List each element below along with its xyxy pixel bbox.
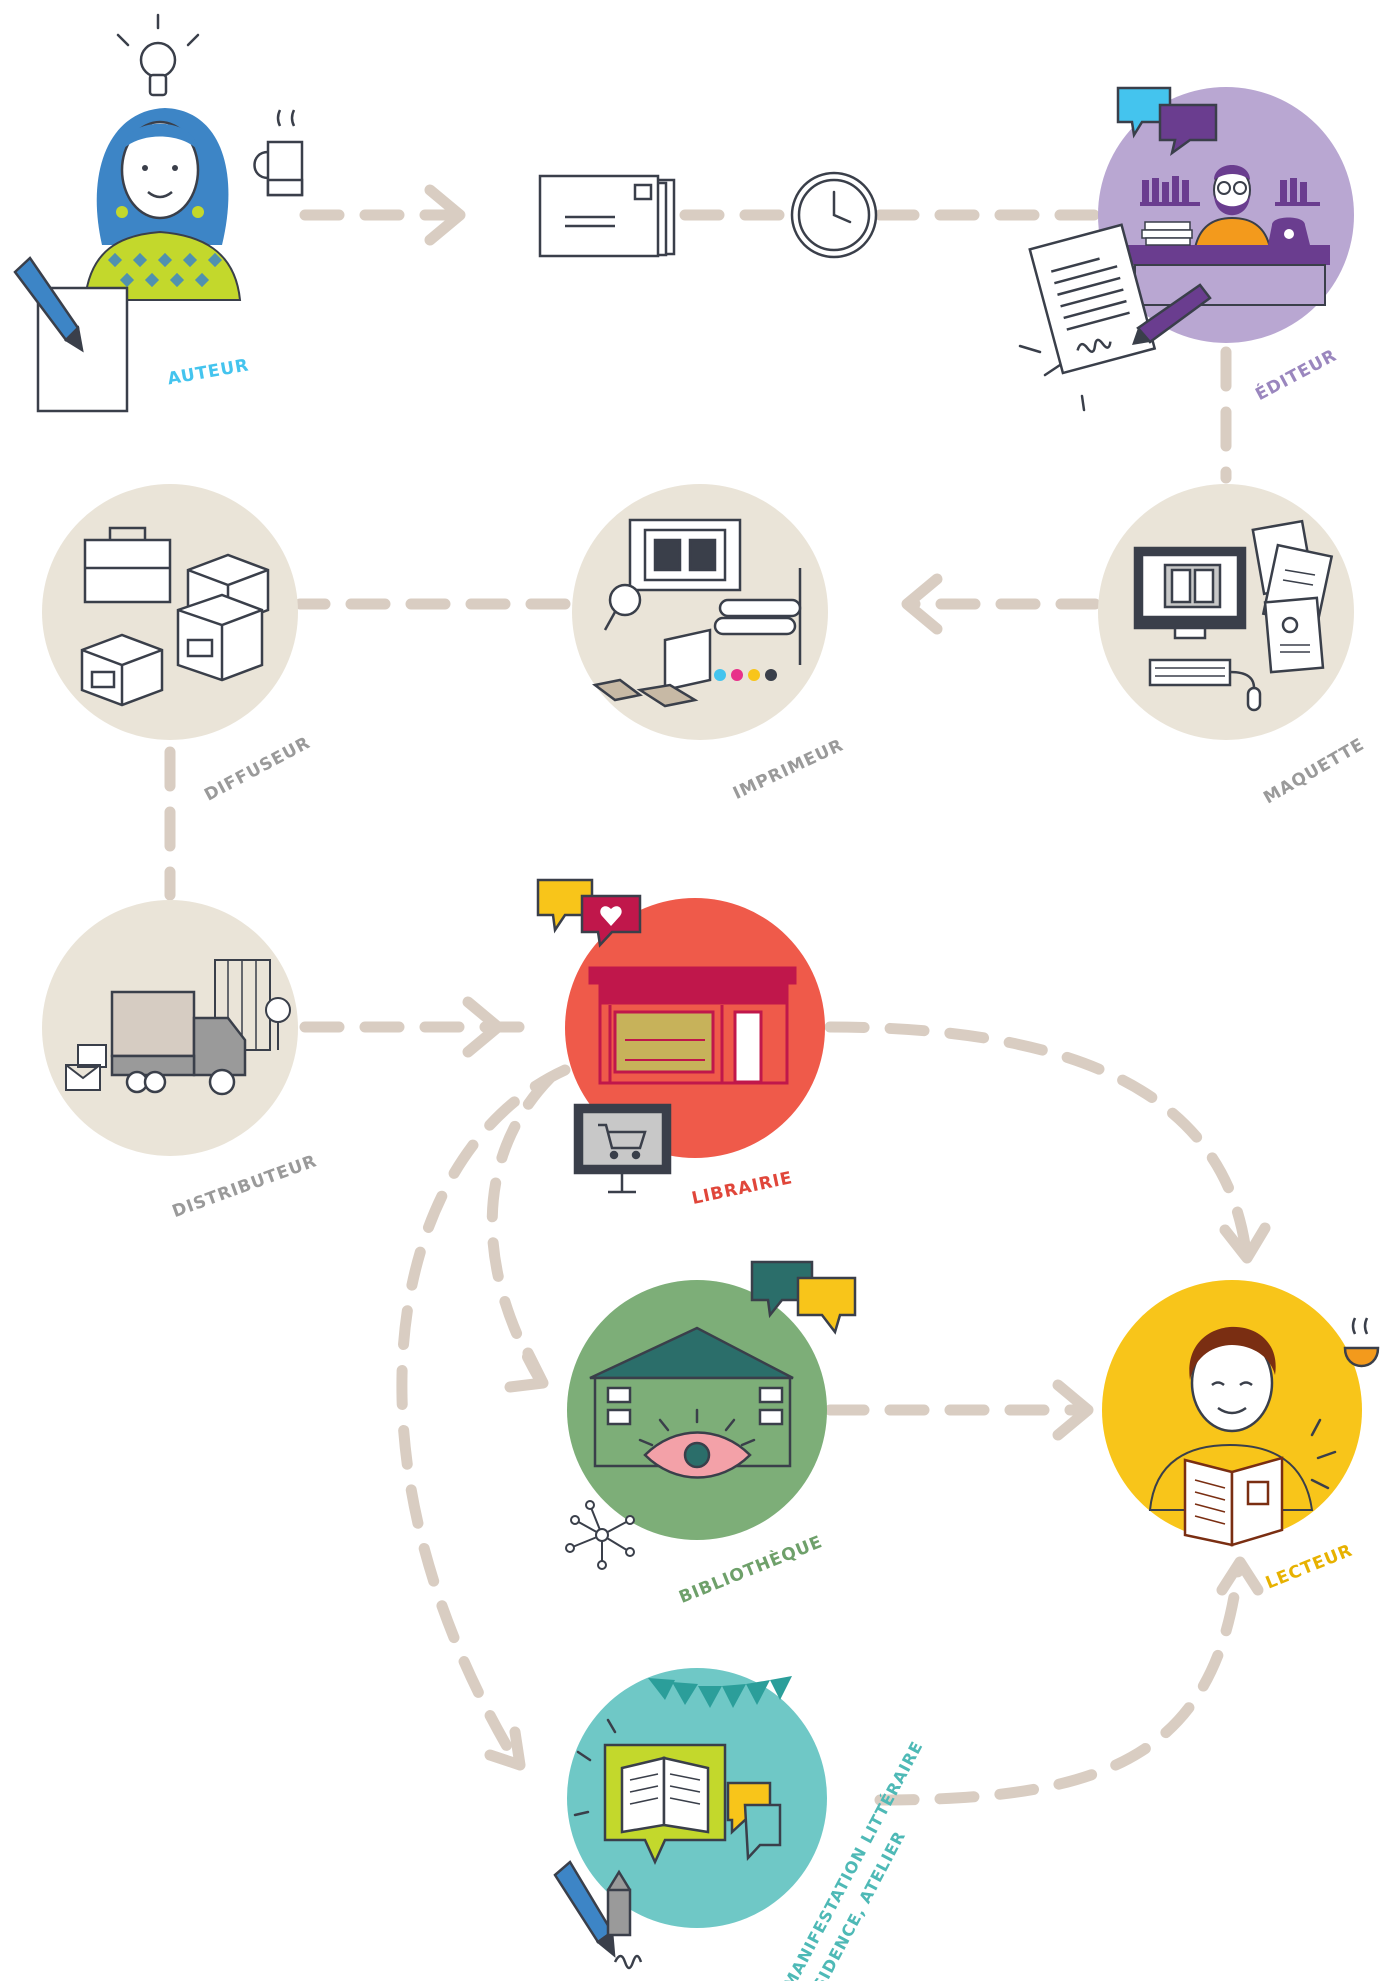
diffuseur-label: DIFFUSEUR xyxy=(201,733,314,806)
papers-icon xyxy=(1251,519,1334,674)
briefcase-icon xyxy=(83,526,172,604)
eye-icon xyxy=(638,1408,756,1479)
printer-icon xyxy=(592,518,802,708)
node-maquette: MAQUETTE xyxy=(1098,484,1368,808)
arrow-librairie-lecteur xyxy=(824,1021,1251,1251)
connectors xyxy=(164,209,1251,1806)
arrow-librairie-bibliotheque xyxy=(486,1072,556,1386)
shop-icon xyxy=(588,966,797,1085)
screen-cart-icon xyxy=(573,1103,672,1194)
node-editeur: ÉDITEUR xyxy=(1018,86,1354,412)
arrowhead-bibliotheque-lecteur xyxy=(1052,1379,1094,1441)
speech-bubbles-icon xyxy=(750,1260,857,1335)
buildings-icon xyxy=(214,959,291,1051)
network-icon xyxy=(565,1500,635,1570)
envelope-icon xyxy=(538,174,676,258)
auteur-label: AUTEUR xyxy=(166,355,251,389)
arrow-manifestation-lecteur xyxy=(874,1564,1244,1806)
pencil-icon xyxy=(13,256,84,353)
lightbulb-icon xyxy=(116,13,200,97)
arrowhead-auteur-envelope xyxy=(424,184,466,246)
auteur-face xyxy=(120,120,200,220)
tea-cup-icon xyxy=(1343,1317,1380,1368)
librairie-label: LIBRAIRIE xyxy=(690,1168,795,1209)
maquette-label: MAQUETTE xyxy=(1260,734,1368,808)
heart-bubble-icon xyxy=(536,878,642,948)
distributeur-label: DISTRIBUTEUR xyxy=(170,1151,320,1222)
arrowhead-librairie-lecteur xyxy=(1219,1222,1271,1264)
lecteur-hair xyxy=(1189,1326,1276,1380)
arrowhead-manifestation-lecteur xyxy=(1216,1556,1264,1596)
arrowhead-distributeur-librairie xyxy=(462,996,504,1058)
coffee-mug-icon xyxy=(253,109,304,197)
arrow-librairie-manifestation xyxy=(396,1064,571,1766)
open-book-icon xyxy=(620,1756,710,1834)
node-diffuseur: DIFFUSEUR xyxy=(42,484,314,806)
bibliotheque-label: BIBLIOTHÈQUE xyxy=(675,1530,825,1608)
bunting-icon xyxy=(648,1676,792,1708)
ink-drops-icon xyxy=(714,669,777,681)
parcels-icon xyxy=(65,1044,107,1091)
open-book-icon xyxy=(1183,1456,1284,1547)
truck-icon xyxy=(110,990,247,1096)
clock-icon xyxy=(790,171,878,259)
arrow-heads xyxy=(424,184,1271,1771)
arrowhead-librairie-manifestation xyxy=(484,1726,526,1771)
node-imprimeur: IMPRIMEUR xyxy=(572,484,847,804)
node-lecteur: LECTEUR xyxy=(1102,1280,1380,1594)
lecteur-label: LECTEUR xyxy=(1263,1541,1356,1594)
arrowhead-librairie-bibliotheque xyxy=(504,1347,549,1393)
node-bibliotheque: BIBLIOTHÈQUE xyxy=(565,1260,857,1608)
contract-icon xyxy=(1018,223,1212,412)
node-distributeur: DISTRIBUTEUR xyxy=(42,900,320,1222)
speech-bubbles-icon xyxy=(1116,86,1218,156)
imprimeur-label: IMPRIMEUR xyxy=(730,735,847,804)
pencil-icon xyxy=(553,1860,643,1970)
computer-icon xyxy=(1133,546,1262,712)
boxes-icon xyxy=(80,553,270,707)
arrowhead-maquette-imprimeur xyxy=(901,573,943,635)
node-manifestation: MANIFESTATION LITTÉRAIRE RÉSIDENCE, ATEL… xyxy=(553,1668,927,1986)
node-librairie: LIBRAIRIE xyxy=(536,878,825,1209)
editeur-desk xyxy=(1125,245,1330,265)
editeur-label: ÉDITEUR xyxy=(1251,344,1340,405)
